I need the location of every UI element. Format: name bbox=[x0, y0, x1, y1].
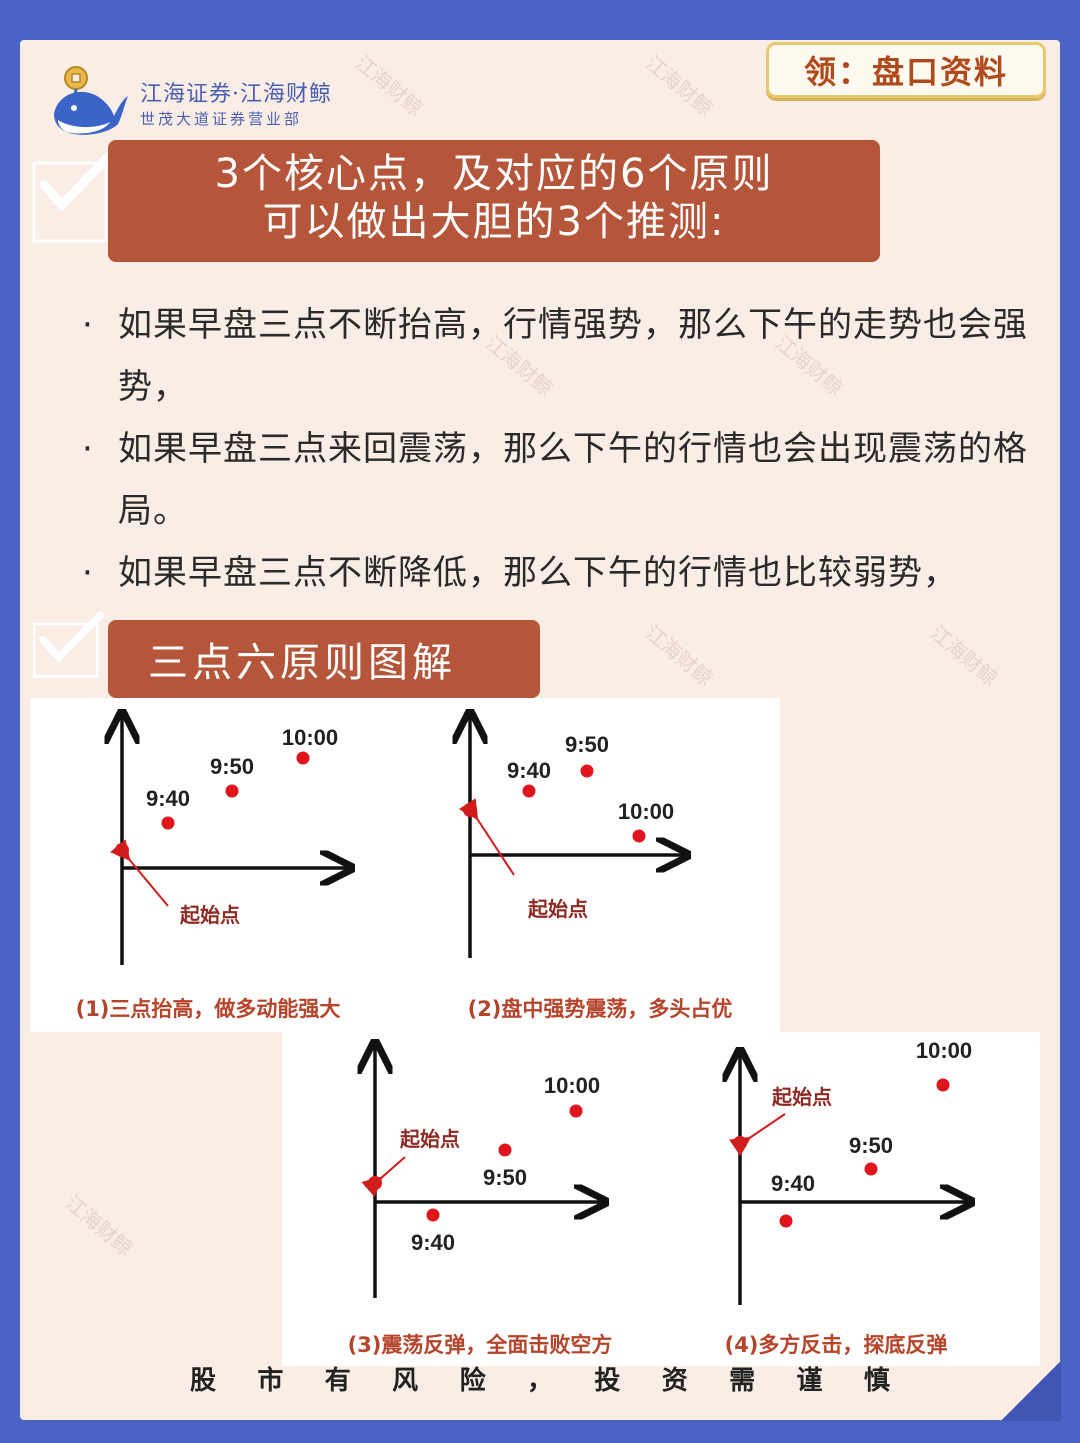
section-title: 三点六原则图解 bbox=[108, 620, 540, 698]
logo-name: 江海证券·江海财鲸 bbox=[140, 82, 332, 107]
title-line-1: 3个核心点，及对应的6个原则 bbox=[214, 151, 774, 197]
disclaimer-char: 有 bbox=[324, 1366, 351, 1396]
logo-subtitle: 世茂大道证券营业部 bbox=[140, 110, 303, 128]
risk-disclaimer: 股 市 有 风 险 ， 投 资 需 谨 慎 bbox=[190, 1360, 890, 1397]
whale-icon bbox=[54, 66, 128, 135]
checkbox-icon bbox=[32, 611, 105, 678]
brand-logo: 江海证券·江海财鲸 世茂大道证券营业部 bbox=[48, 62, 378, 138]
disclaimer-char: 慎 bbox=[863, 1366, 890, 1396]
disclaimer-char: 险 bbox=[459, 1366, 486, 1396]
disclaimer-char: 股 bbox=[190, 1366, 217, 1396]
diagram-panel-top bbox=[30, 698, 780, 1032]
bullet-list: 如果早盘三点不断抬高，行情强势，那么下午的走势也会强势， 如果早盘三点来回震荡，… bbox=[82, 294, 1032, 604]
main-title: 3个核心点，及对应的6个原则 可以做出大胆的3个推测: bbox=[108, 140, 880, 262]
list-item: 如果早盘三点不断抬高，行情强势，那么下午的走势也会强势， bbox=[82, 294, 1032, 418]
disclaimer-char: 需 bbox=[729, 1366, 756, 1396]
disclaimer-char: ， bbox=[526, 1366, 553, 1396]
disclaimer-char: 谨 bbox=[796, 1366, 823, 1396]
list-item: 如果早盘三点来回震荡，那么下午的行情也会出现震荡的格局。 bbox=[82, 418, 1032, 542]
disclaimer-char: 资 bbox=[661, 1366, 688, 1396]
disclaimer-char: 风 bbox=[392, 1366, 419, 1396]
lead-materials-button[interactable]: 领：盘口资料 bbox=[766, 42, 1046, 98]
list-item: 如果早盘三点不断降低，那么下午的行情也比较弱势， bbox=[82, 542, 1032, 604]
disclaimer-char: 投 bbox=[594, 1366, 621, 1396]
diagram-panel-bottom bbox=[282, 1032, 1040, 1366]
disclaimer-char: 市 bbox=[257, 1366, 284, 1396]
title-line-2: 可以做出大胆的3个推测: bbox=[262, 199, 726, 245]
checkbox-icon bbox=[32, 150, 115, 243]
